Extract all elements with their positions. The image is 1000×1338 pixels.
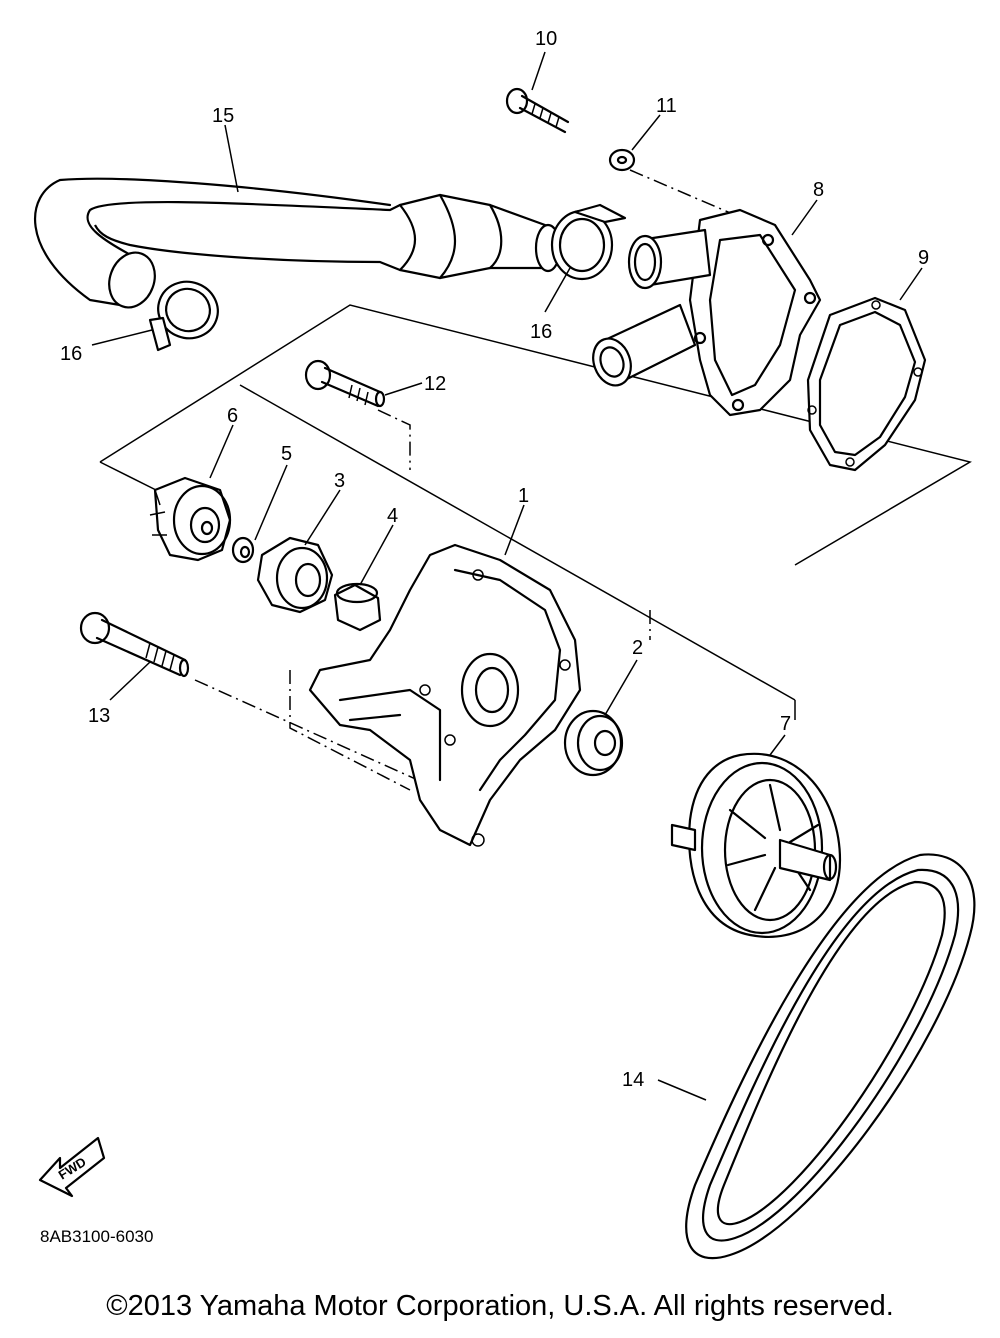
belt-part-14	[685, 853, 976, 1260]
callout-1: 1	[518, 485, 529, 507]
callout-16-left: 16	[60, 343, 82, 365]
pump-cover-part-8	[592, 208, 822, 417]
copyright-text: ©2013 Yamaha Motor Corporation, U.S.A. A…	[106, 1290, 894, 1322]
impeller-part-6	[149, 476, 232, 562]
callout-leaders	[91, 51, 923, 1101]
washer-part-11	[608, 148, 636, 172]
callout-15: 15	[212, 105, 234, 127]
bolt-part-10	[505, 87, 570, 134]
clamp-part-16-left	[148, 280, 219, 352]
fwd-arrow-icon: FWD	[38, 1136, 106, 1198]
dash-leaders	[194, 169, 736, 791]
callout-13: 13	[88, 705, 110, 727]
bearing-part-2	[563, 709, 624, 777]
hose-part-15	[33, 177, 562, 309]
sleeve-part-4	[333, 582, 382, 632]
bolt-part-12	[304, 359, 386, 408]
callout-11: 11	[656, 95, 677, 117]
bolt-part-13	[79, 611, 190, 678]
callout-12: 12	[424, 373, 446, 395]
callout-16-right: 16	[530, 321, 552, 343]
callout-5: 5	[281, 443, 292, 465]
callout-14: 14	[622, 1069, 644, 1091]
assembly-frame	[99, 304, 972, 720]
housing-part-1	[308, 543, 582, 847]
callout-numbers: 1 2 3 4 5 6 7 8 9 10 11 12 13 14 15 16 1…	[60, 28, 929, 1091]
diagram-code: 8AB3100-6030	[40, 1227, 153, 1246]
callout-6: 6	[227, 405, 238, 427]
callout-2: 2	[632, 637, 643, 659]
callout-8: 8	[813, 179, 824, 201]
clamp-part-16-right	[550, 203, 627, 281]
callout-3: 3	[334, 470, 345, 492]
callout-4: 4	[387, 505, 398, 527]
pulley-part-7	[670, 752, 842, 938]
gasket-part-9	[806, 296, 927, 472]
seal-part-3	[256, 536, 334, 614]
washer-part-5	[231, 536, 255, 564]
callout-7: 7	[780, 713, 791, 735]
callout-9: 9	[918, 247, 929, 269]
callout-10: 10	[535, 28, 557, 50]
